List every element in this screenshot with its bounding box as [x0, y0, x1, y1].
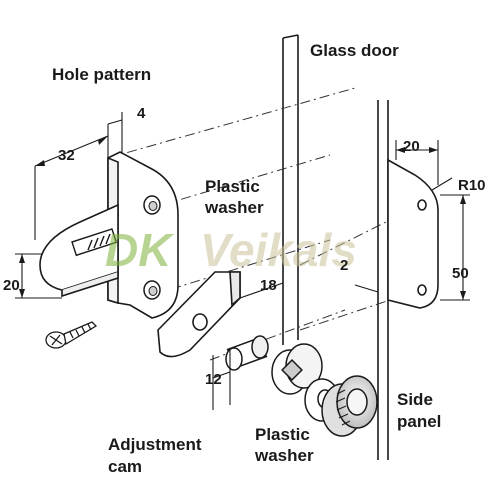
label-plastic-washer-bottom-1: Plastic: [255, 425, 310, 444]
threaded-pin: [71, 228, 118, 257]
label-plastic-washer-top-2: washer: [204, 198, 264, 217]
label-adjustment-cam-1: Adjustment: [108, 435, 202, 454]
dim-32: 32: [58, 147, 75, 164]
dimension-arrows: [19, 136, 466, 300]
side-panel: [377, 100, 389, 460]
dim-2: 2: [340, 257, 348, 274]
knurled-knob: [321, 375, 378, 437]
plate-hole-bottom: [143, 280, 161, 300]
label-plastic-washer-top-1: Plastic: [205, 177, 260, 196]
label-side-panel-1: Side: [397, 390, 433, 409]
dim-18: 18: [260, 277, 277, 294]
dim-20-left: 20: [3, 277, 20, 294]
adjustment-cam: [271, 343, 323, 395]
spacer-cylinder: [225, 335, 269, 371]
label-adjustment-cam-2: cam: [108, 457, 142, 476]
watermark: DK Veikals: [105, 224, 357, 276]
dim-12: 12: [205, 371, 222, 388]
dim-20-right: 20: [403, 138, 420, 155]
dim-r10: R10: [458, 177, 486, 194]
plate-hole-top: [143, 195, 161, 215]
label-glass-door: Glass door: [310, 41, 399, 60]
label-plastic-washer-bottom-2: washer: [254, 446, 314, 465]
label-side-panel-2: panel: [397, 412, 441, 431]
dim-50: 50: [452, 265, 469, 282]
label-hole-pattern: Hole pattern: [52, 65, 151, 84]
screw: [45, 321, 98, 349]
side-panel-plate: [387, 158, 439, 309]
glass-door-panel: [282, 34, 299, 345]
watermark-veikals: Veikals: [200, 224, 357, 276]
dim-4: 4: [137, 105, 146, 122]
watermark-dk: DK: [105, 224, 174, 276]
